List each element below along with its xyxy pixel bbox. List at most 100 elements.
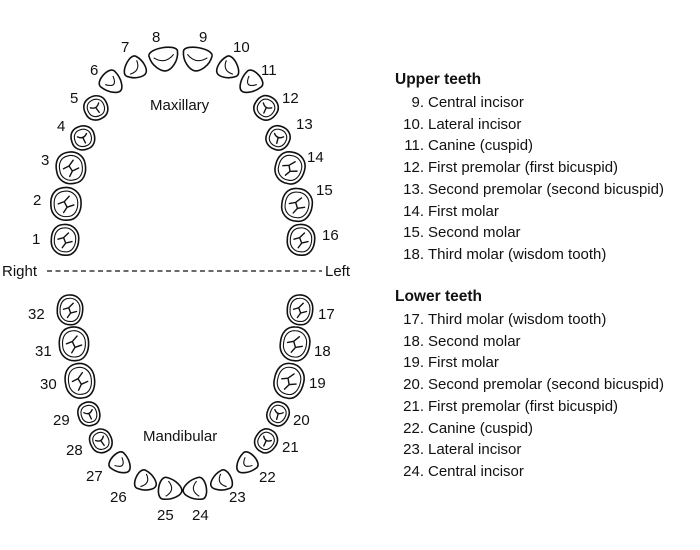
tooth-15 <box>280 187 314 223</box>
tooth-19 <box>273 362 305 400</box>
legend-item-number: 11. <box>404 137 424 155</box>
tooth-8 <box>148 46 179 72</box>
tooth-number-29: 29 <box>53 412 70 429</box>
tooth-number-27: 27 <box>86 468 103 485</box>
tooth-number-22: 22 <box>259 469 276 486</box>
tooth-10 <box>215 55 240 79</box>
tooth-5 <box>82 94 109 121</box>
legend-item-label: Canine (cuspid) <box>428 137 534 155</box>
dental-arch-diagram: Maxillary Mandibular Right Left 1 2 3 4 … <box>2 29 351 524</box>
tooth-number-23: 23 <box>229 489 246 506</box>
tooth-13 <box>265 124 291 151</box>
tooth-number-16: 16 <box>322 227 339 244</box>
legend-item-label: Second molar <box>428 332 521 350</box>
legend-item: 10.Lateral incisor <box>395 114 695 136</box>
tooth-31 <box>58 326 90 362</box>
upper-teeth-legend: Upper teeth 9.Central incisor 10.Lateral… <box>395 70 695 266</box>
tooth-number-15: 15 <box>316 182 333 199</box>
tooth-number-14: 14 <box>307 149 324 166</box>
tooth-27 <box>108 451 131 474</box>
tooth-16 <box>286 223 316 256</box>
legend-item: 15.Second molar <box>395 222 695 244</box>
tooth-number-2: 2 <box>33 192 41 209</box>
tooth-18 <box>279 326 311 362</box>
tooth-32 <box>56 294 84 326</box>
tooth-23 <box>210 469 234 491</box>
legend-item: 9.Central incisor <box>395 92 695 114</box>
legend-item-label: Second molar <box>428 224 521 242</box>
tooth-number-18: 18 <box>314 343 331 360</box>
legend-item-number: 23. <box>403 441 424 459</box>
tooth-number-9: 9 <box>199 29 207 46</box>
tooth-26 <box>133 469 157 491</box>
tooth-number-28: 28 <box>66 442 83 459</box>
tooth-number-1: 1 <box>32 231 40 248</box>
legend-item-label: First molar <box>428 202 499 220</box>
tooth-number-17: 17 <box>318 306 335 323</box>
tooth-number-20: 20 <box>293 412 310 429</box>
legend-item-number: 20. <box>403 376 424 394</box>
legend-item: 17.Third molar (wisdom tooth) <box>395 309 695 331</box>
legend-item-label: Third molar (wisdom tooth) <box>428 311 607 328</box>
legend-item-label: Lateral incisor <box>428 115 522 133</box>
tooth-14 <box>274 151 306 185</box>
tooth-number-19: 19 <box>309 375 326 392</box>
tooth-29 <box>77 401 101 427</box>
legend-item-label: Central incisor <box>428 462 524 480</box>
tooth-1 <box>50 223 80 256</box>
legend-item-label: Lateral incisor <box>428 441 522 459</box>
lower-teeth-list: 17.Third molar (wisdom tooth) 18.Second … <box>395 309 695 483</box>
legend-item-number: 15. <box>403 224 424 242</box>
legend-item-number: 9. <box>411 94 424 111</box>
legend-item: 20.Second premolar (second bicuspid) <box>395 374 695 396</box>
legend-item: 18.Third molar (wisdom tooth) <box>395 244 695 266</box>
tooth-28 <box>88 428 113 454</box>
tooth-number-32: 32 <box>28 306 45 323</box>
teeth-group <box>50 46 316 501</box>
legend-item: 11.Canine (cuspid) <box>395 135 695 157</box>
legend-item-label: First premolar (first bicuspid) <box>428 397 619 415</box>
legend-item-number: 17. <box>403 311 424 328</box>
tooth-number-7: 7 <box>121 39 129 56</box>
upper-teeth-list: 9.Central incisor 10.Lateral incisor 11.… <box>395 92 695 266</box>
lower-teeth-legend: Lower teeth 17.Third molar (wisdom tooth… <box>395 287 695 483</box>
tooth-11 <box>239 69 264 94</box>
legend-item: 19.First molar <box>395 352 695 374</box>
tooth-30 <box>64 362 96 399</box>
tooth-4 <box>70 125 96 151</box>
legend-item: 22.Canine (cuspid) <box>395 418 695 440</box>
tooth-number-31: 31 <box>35 343 52 360</box>
tooth-3 <box>55 151 87 185</box>
tooth-24 <box>182 476 208 501</box>
tooth-number-13: 13 <box>296 116 313 133</box>
legend-item-number: 10. <box>403 115 424 133</box>
legend-item: 13.Second premolar (second bicuspid) <box>395 179 695 201</box>
legend-item-label: Second premolar (second bicuspid) <box>428 376 664 394</box>
upper-teeth-title: Upper teeth <box>395 71 482 88</box>
tooth-2 <box>50 186 82 221</box>
tooth-21 <box>253 428 279 454</box>
tooth-number-25: 25 <box>157 507 174 524</box>
tooth-number-6: 6 <box>90 62 98 79</box>
legend-item-number: 18. <box>403 245 424 263</box>
legend-item-number: 22. <box>403 419 424 437</box>
tooth-12 <box>253 94 280 121</box>
legend-item-label: Canine (cuspid) <box>428 419 534 437</box>
tooth-number-10: 10 <box>233 39 250 56</box>
tooth-6 <box>98 69 123 94</box>
legend-item-label: First molar <box>428 354 499 372</box>
maxillary-label: Maxillary <box>150 97 210 114</box>
lower-teeth-title: Lower teeth <box>395 288 482 305</box>
legend-item-number: 19. <box>403 354 424 372</box>
tooth-number-5: 5 <box>70 90 78 107</box>
tooth-number-24: 24 <box>192 507 209 524</box>
mandibular-label: Mandibular <box>143 428 217 445</box>
legend-item: 24.Central incisor <box>395 461 695 483</box>
legend-item-label: Second premolar (second bicuspid) <box>428 180 664 198</box>
legend-item-label: Central incisor <box>428 94 524 111</box>
tooth-number-4: 4 <box>57 118 65 135</box>
tooth-number-21: 21 <box>282 439 299 456</box>
legend-item: 14.First molar <box>395 201 695 223</box>
tooth-17 <box>286 294 314 326</box>
legend-item-label: Third molar (wisdom tooth) <box>428 245 607 263</box>
